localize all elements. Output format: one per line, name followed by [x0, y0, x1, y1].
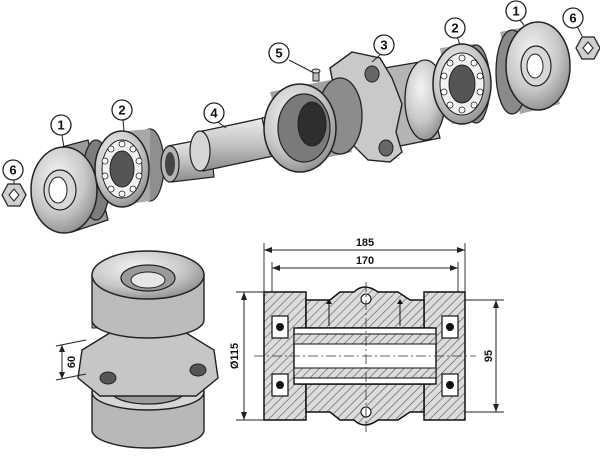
dim-bolt-spacing: 60	[55, 339, 87, 381]
svg-text:3: 3	[380, 38, 387, 53]
svg-text:Ø115: Ø115	[229, 343, 241, 369]
svg-text:2: 2	[451, 21, 458, 36]
part-5-grease-nipple	[288, 59, 321, 82]
section-drawing: 185 170 Ø115 95	[229, 237, 504, 432]
dim-height: 95	[465, 299, 504, 413]
svg-text:2: 2	[118, 103, 125, 118]
svg-text:1: 1	[512, 4, 519, 19]
part-1-right-cap	[495, 21, 571, 115]
callout-5: 5	[268, 42, 290, 64]
part-6-left-nut	[1, 183, 27, 207]
svg-text:170: 170	[356, 255, 374, 267]
callout-3: 3	[373, 34, 395, 56]
callout-1-left: 1	[50, 114, 72, 136]
part-2-left-bearing	[94, 128, 165, 208]
callout-2-left: 2	[111, 99, 133, 121]
assembled-view: 60	[55, 250, 219, 449]
svg-text:4: 4	[210, 106, 218, 121]
svg-text:6: 6	[569, 11, 576, 26]
svg-text:6: 6	[9, 163, 16, 178]
part-6-right-nut	[575, 36, 600, 60]
svg-text:185: 185	[356, 237, 374, 249]
part-2-right-bearing	[432, 43, 492, 125]
exploded-view: 1 2 4 5 3 2 1	[1, 0, 600, 234]
callouts: 1 2 4 5 3 2 1	[2, 0, 584, 181]
part-4-shaft	[160, 111, 297, 183]
callout-6-right: 6	[562, 7, 584, 29]
part-3-housing	[263, 51, 446, 173]
dim-inner-length: 170	[272, 255, 458, 271]
dim-overall-length: 185	[264, 237, 465, 253]
svg-text:5: 5	[275, 46, 282, 61]
callout-1-right: 1	[505, 0, 527, 22]
callout-6-left: 6	[2, 159, 24, 181]
part-1-left-cap	[30, 139, 111, 234]
svg-text:1: 1	[57, 118, 64, 133]
svg-text:60: 60	[66, 356, 78, 368]
svg-text:95: 95	[483, 350, 495, 362]
callout-2-right: 2	[444, 17, 466, 39]
callout-4: 4	[203, 102, 225, 124]
dim-outer-diameter: Ø115	[229, 291, 264, 421]
